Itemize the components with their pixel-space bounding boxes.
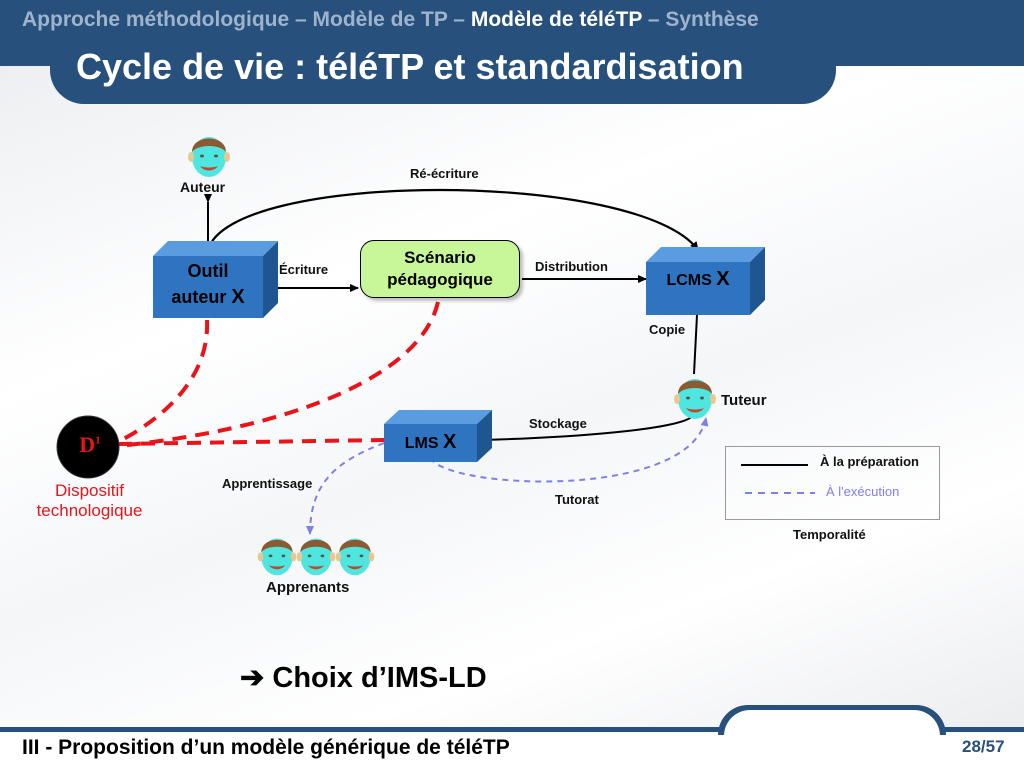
breadcrumb-part1: Approche méthodologique – Modèle de TP – — [22, 8, 471, 31]
lms-box-front — [384, 424, 477, 462]
breadcrumb-current: Modèle de téléTP — [470, 8, 642, 31]
apprenant-face-icon — [335, 538, 375, 576]
page-number: 28/57 — [962, 737, 1005, 756]
lcms-box-front — [646, 262, 750, 315]
legend-caption: Temporalité — [793, 527, 866, 542]
footer-text: III - Proposition d’un modèle générique … — [22, 736, 510, 759]
apprenants-label: Apprenants — [266, 579, 350, 596]
outil-box-side — [263, 241, 278, 318]
tuteur-face-icon — [674, 379, 716, 419]
dispositif-label: Dispositif technologique — [36, 481, 143, 520]
auteur-label: Auteur — [180, 179, 226, 195]
title-tab — [50, 40, 836, 104]
edge-tutorat — [429, 417, 709, 483]
footer-tab-inner — [724, 710, 940, 740]
legend-preparation: À la préparation — [820, 454, 919, 469]
legend-box — [725, 446, 940, 520]
edge-label-apprentissage: Apprentissage — [222, 476, 313, 491]
red-dash-scenario — [117, 301, 440, 448]
conclusion-text: Choix d’IMS-LD — [272, 662, 487, 694]
edge-stockage — [479, 413, 695, 444]
edge-label-copie: Copie — [649, 322, 686, 337]
edge-apprentissage — [306, 442, 385, 535]
auteur-face-icon — [188, 137, 230, 177]
edge-label-tutorat: Tutorat — [555, 492, 599, 507]
lcms-label: LCMS X — [666, 268, 730, 290]
edge-label-reecriture: Ré-écriture — [410, 166, 479, 181]
lcms-box-top — [646, 247, 765, 262]
apprenant-face-icon — [257, 538, 297, 576]
scenario-pedagogique: Scénario pédagogique — [360, 240, 520, 298]
page-title: Cycle de vie : téléTP et standardisation — [76, 46, 744, 87]
breadcrumb-part3: – Synthèse — [642, 8, 759, 31]
legend-execution: À l'exécution — [826, 484, 900, 499]
device-label: D1 — [79, 432, 101, 457]
edge-label-stockage: Stockage — [529, 416, 587, 431]
device-circle — [57, 416, 119, 478]
lms-label: LMS X — [404, 431, 457, 453]
red-dash-outil — [117, 319, 210, 444]
right-arrow-icon: ➔ — [240, 662, 265, 694]
breadcrumb: Approche méthodologique – Modèle de TP –… — [22, 8, 759, 32]
outil-auteur-label: Outil auteur X — [153, 258, 263, 310]
lcms-box-side — [750, 247, 765, 315]
outil-box-front — [153, 256, 263, 318]
outil-box-top — [153, 241, 278, 256]
edge-label-distribution: Distribution — [535, 259, 608, 274]
edge-copie — [693, 314, 698, 375]
scenario-line1: Scénario — [404, 248, 476, 267]
lms-box-side — [477, 410, 492, 462]
conclusion: ➔ Choix d’IMS-LD — [240, 660, 487, 695]
outil-line2: auteur X — [171, 286, 245, 308]
scenario-line2: pédagogique — [387, 270, 493, 289]
lms-box-top — [384, 410, 492, 424]
edge-reecriture — [206, 188, 699, 251]
tuteur-label: Tuteur — [721, 392, 767, 409]
apprenant-face-icon — [296, 538, 336, 576]
outil-line1: Outil — [187, 261, 229, 281]
edge-label-ecriture: Écriture — [279, 262, 329, 277]
